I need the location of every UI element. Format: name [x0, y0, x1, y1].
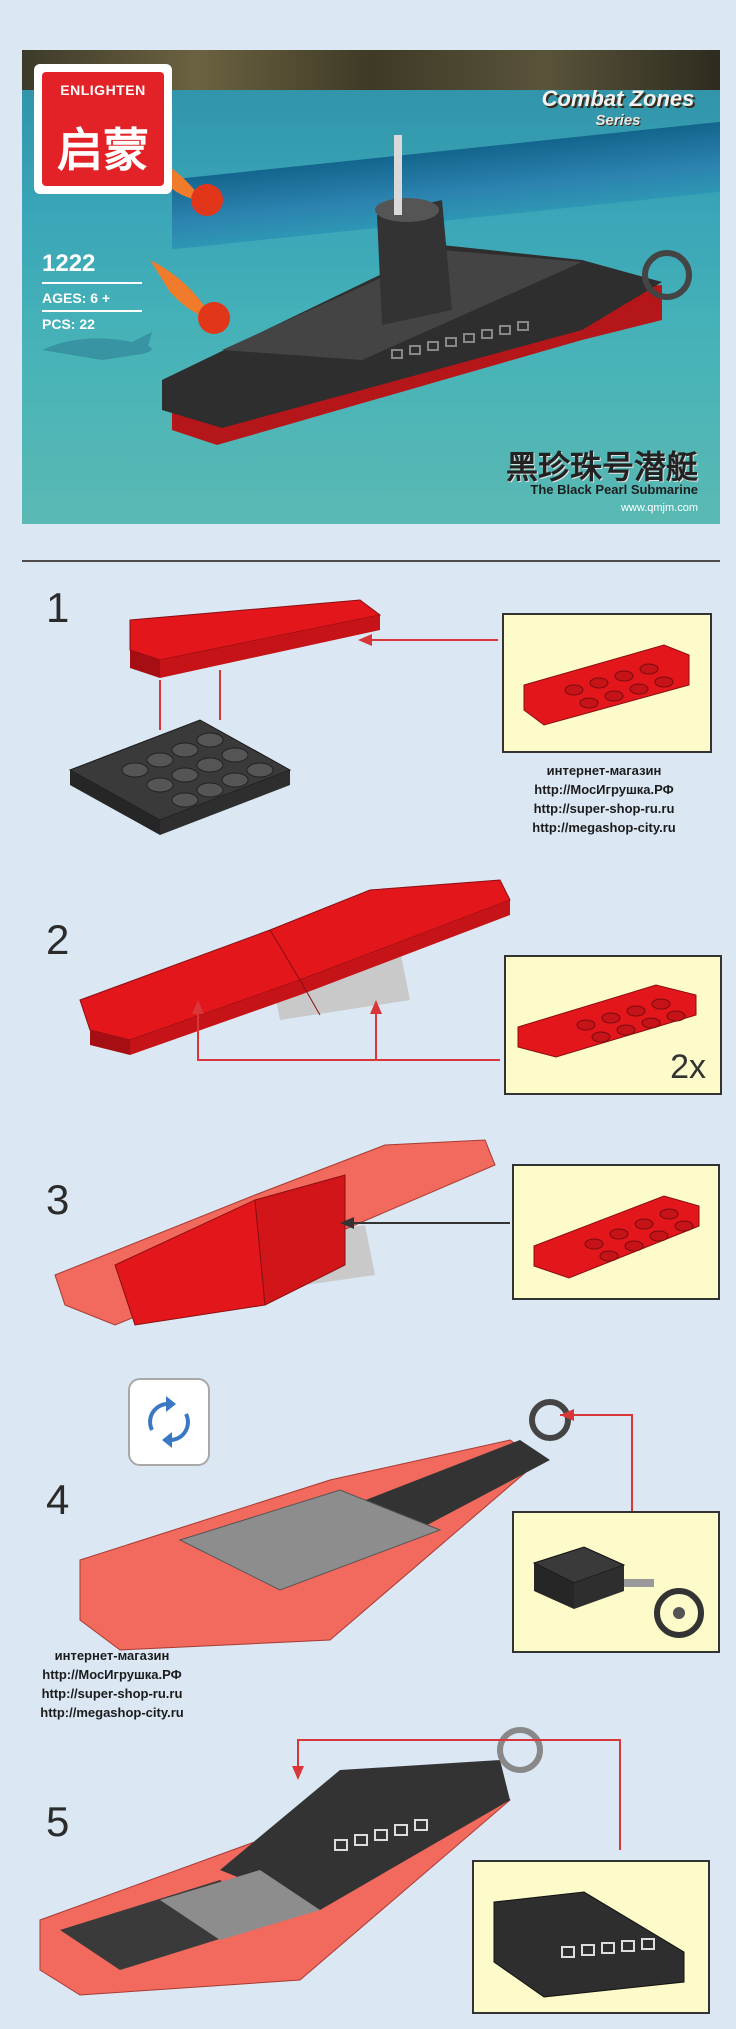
- store-label: интернет-магазин: [54, 1648, 170, 1663]
- brand-website: www.qmjm.com: [620, 502, 698, 514]
- parts-callout-step-1: [502, 613, 712, 753]
- parts-callout-step-5: [472, 1860, 710, 2014]
- divider-line: [42, 310, 142, 312]
- series-subtitle: Series: [595, 112, 641, 129]
- quantity-label: 2x: [670, 1048, 706, 1086]
- assembly-arrows: [292, 1739, 621, 1850]
- age-rating: AGES: 6 +: [42, 290, 111, 306]
- store-link[interactable]: http://super-shop-ru.ru: [533, 801, 675, 816]
- step-1-diagram: [68, 599, 382, 835]
- store-link[interactable]: http://super-shop-ru.ru: [41, 1686, 183, 1701]
- product-title-en: The Black Pearl Submarine: [530, 482, 698, 497]
- assembly-arrows: [560, 1409, 633, 1515]
- step-4-diagram: [79, 1399, 571, 1651]
- parts-callout-step-3: [512, 1164, 720, 1300]
- cover-artwork: ENLIGHTEN 启蒙 1222 AGES: 6 + PCS: 22 Comb…: [22, 50, 720, 524]
- piece-count: PCS: 22: [42, 316, 95, 332]
- submarine-illustration: [42, 135, 692, 445]
- store-link[interactable]: http://megashop-city.ru: [40, 1705, 184, 1720]
- series-name: Combat Zones: [541, 86, 695, 111]
- red-slope-brick-icon: [533, 1195, 700, 1279]
- arrow-icon: [358, 634, 498, 646]
- parts-callout-step-2: 2x: [504, 955, 722, 1095]
- rotate-model-indicator: [128, 1378, 210, 1466]
- step-number-3: 3: [46, 1176, 70, 1223]
- section-divider: [22, 560, 720, 562]
- step-5-diagram: [39, 1727, 543, 1996]
- assembly-arrows: [192, 1000, 500, 1061]
- store-label: интернет-магазин: [546, 763, 662, 778]
- divider-line: [42, 282, 142, 284]
- brand-name-cn: 启蒙: [57, 123, 149, 177]
- rotate-icon: [148, 1396, 190, 1448]
- brand-logo: ENLIGHTEN 启蒙: [34, 64, 172, 194]
- step-number-5: 5: [46, 1798, 70, 1845]
- store-link[interactable]: http://megashop-city.ru: [532, 820, 676, 835]
- store-link[interactable]: http://МосИгрушка.РФ: [534, 782, 674, 797]
- red-slope-brick-icon: [517, 984, 697, 1058]
- set-number: 1222: [42, 250, 96, 277]
- product-title-cn: 黑珍珠号潜艇: [505, 448, 698, 486]
- dark-wedge-brick-icon: [493, 1891, 685, 1998]
- step-number-1: 1: [46, 584, 70, 631]
- store-links-bottom: интернет-магазин http://МосИгрушка.РФ ht…: [22, 1646, 202, 1722]
- brand-name-en: ENLIGHTEN: [60, 82, 146, 98]
- step-number-4: 4: [46, 1476, 70, 1523]
- store-links-top: интернет-магазин http://МосИгрушка.РФ ht…: [492, 761, 716, 837]
- arrow-icon: [340, 1217, 510, 1229]
- series-title: Combat Zones Series: [528, 86, 708, 129]
- propeller-assembly-icon: [532, 1546, 704, 1638]
- parts-callout-step-4: [512, 1511, 720, 1653]
- step-number-2: 2: [46, 916, 70, 963]
- store-link[interactable]: http://МосИгрушка.РФ: [42, 1667, 182, 1682]
- step-3-diagram: [54, 1139, 496, 1326]
- red-slope-brick-icon: [523, 644, 690, 726]
